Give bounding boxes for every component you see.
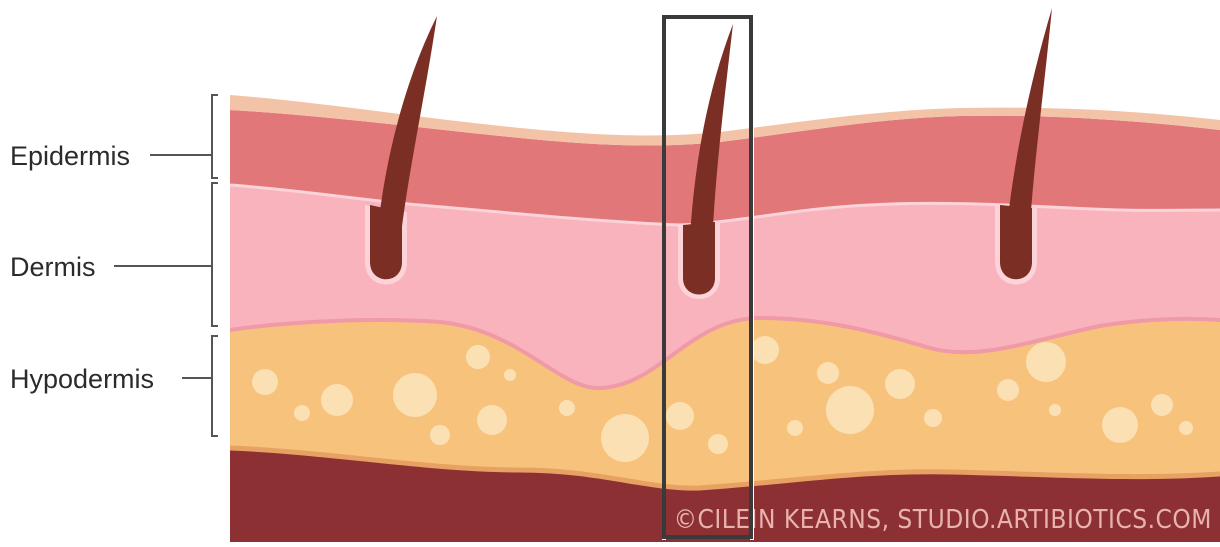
fat-globule: [466, 345, 490, 369]
fat-globule: [294, 405, 310, 421]
fat-globule: [477, 405, 507, 435]
fat-globule: [252, 369, 278, 395]
fat-globule: [708, 434, 728, 454]
fat-globule: [559, 400, 575, 416]
fat-globule: [1179, 421, 1193, 435]
fat-globule: [1049, 404, 1061, 416]
fat-globule: [1026, 342, 1066, 382]
fat-globule: [393, 373, 437, 417]
fat-globule: [997, 379, 1019, 401]
fat-globule: [885, 369, 915, 399]
fat-globule: [430, 425, 450, 445]
dermis-bracket: [212, 183, 218, 326]
fat-globule: [787, 420, 803, 436]
fat-globule: [504, 369, 516, 381]
fat-globule: [751, 336, 779, 364]
dermis-label: Dermis: [10, 252, 96, 282]
fat-globule: [924, 409, 942, 427]
fat-globule: [666, 402, 694, 430]
skin-layers: ©CILEIN KEARNS, STUDIO.ARTIBIOTICS.COM: [230, 8, 1220, 542]
fat-globule: [321, 384, 353, 416]
epidermis-label: Epidermis: [10, 141, 130, 171]
fat-globule: [1102, 407, 1138, 443]
fat-globule: [1151, 394, 1173, 416]
hypodermis-label: Hypodermis: [10, 364, 154, 394]
credit-watermark: ©CILEIN KEARNS, STUDIO.ARTIBIOTICS.COM: [674, 505, 1212, 535]
hypodermis-bracket: [212, 336, 218, 436]
fat-globule: [817, 362, 839, 384]
epidermis-bracket: [212, 95, 218, 178]
fat-globule: [826, 386, 874, 434]
fat-globule: [601, 414, 649, 462]
